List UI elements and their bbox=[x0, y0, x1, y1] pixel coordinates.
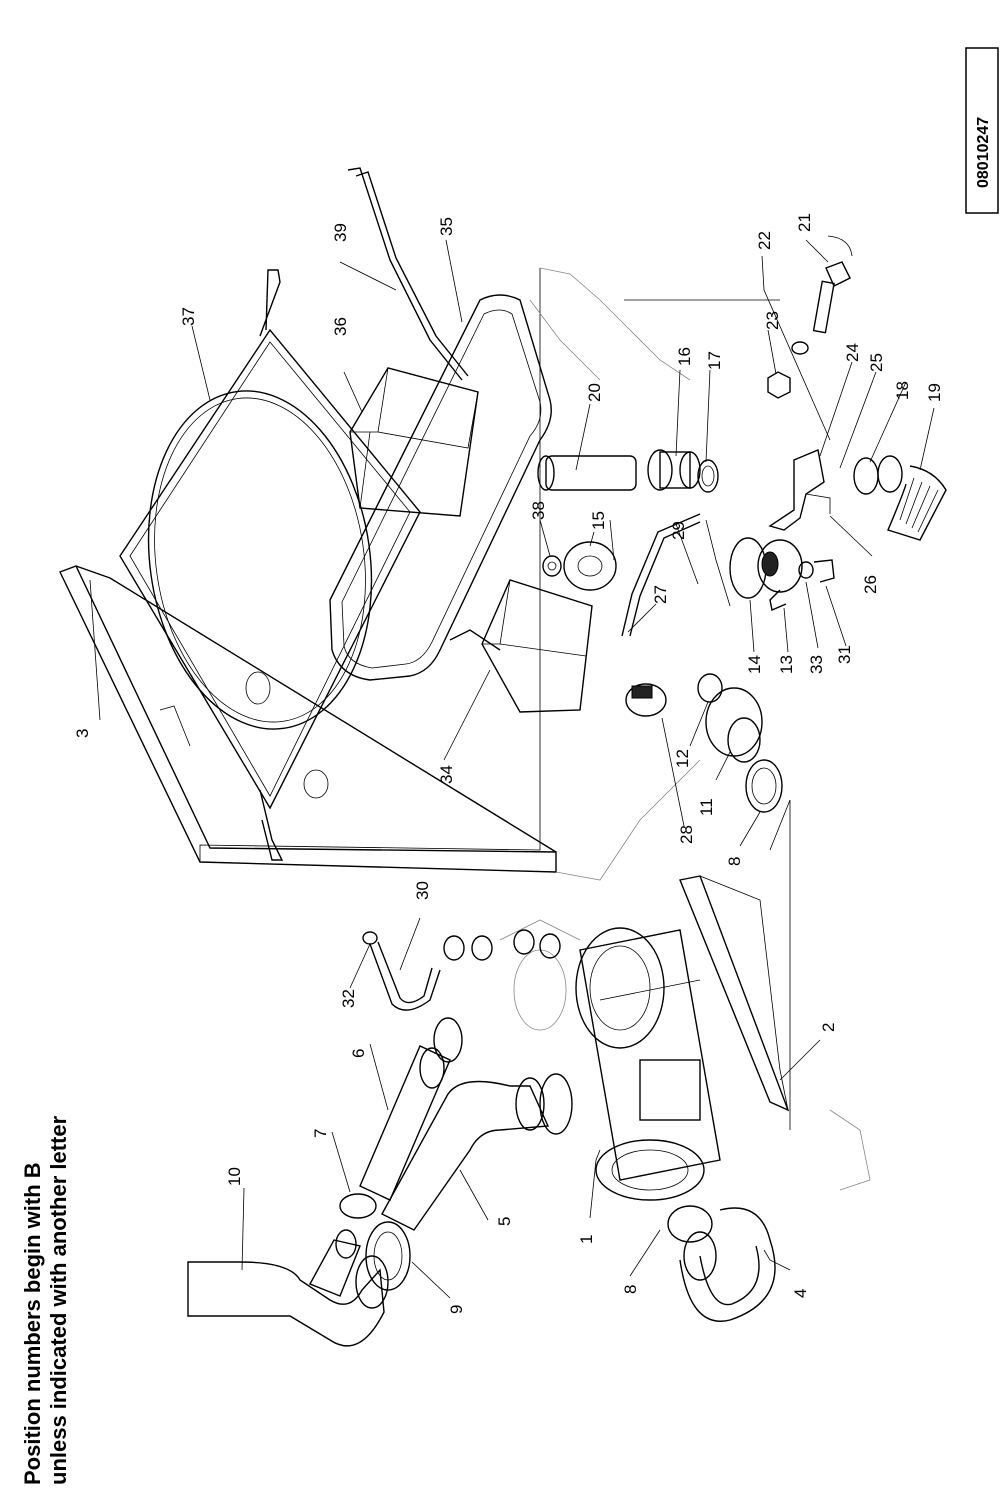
tube-part bbox=[537, 455, 637, 491]
inlet-pipe-part bbox=[187, 1229, 389, 1347]
callout-13: 13 bbox=[777, 655, 796, 674]
callout-31: 31 bbox=[835, 645, 854, 664]
callout-11: 11 bbox=[697, 798, 716, 816]
callout-33: 33 bbox=[807, 655, 826, 674]
callout-15: 15 bbox=[589, 511, 608, 530]
callout-4: 4 bbox=[791, 1289, 810, 1298]
callout-34: 34 bbox=[437, 765, 456, 784]
callout-19: 19 bbox=[925, 383, 944, 402]
basket-part bbox=[349, 367, 479, 517]
valve-body-part bbox=[705, 519, 803, 611]
callout-5: 5 bbox=[495, 1217, 514, 1226]
callout-28: 28 bbox=[677, 825, 696, 844]
handle-bar-part bbox=[347, 167, 469, 381]
clamp-part bbox=[339, 1193, 377, 1219]
callout-6: 6 bbox=[349, 1049, 368, 1058]
nut-part bbox=[767, 371, 791, 399]
position-note: Position numbers begin with B unless ind… bbox=[20, 1115, 71, 1485]
callout-30: 30 bbox=[413, 881, 432, 900]
note-line-1: Position numbers begin with B bbox=[20, 1162, 45, 1485]
callout-9: 9 bbox=[447, 1305, 466, 1314]
bracket-part bbox=[768, 449, 831, 531]
hand-wheel-part bbox=[542, 541, 617, 591]
callout-2: 2 bbox=[819, 1023, 838, 1032]
callout-7: 7 bbox=[311, 1129, 330, 1138]
callout-labels: 1 2 3 4 5 6 7 8 8 9 10 11 12 13 14 15 16… bbox=[73, 213, 944, 1314]
callout-38: 38 bbox=[529, 501, 548, 520]
flange-bellows-part bbox=[697, 673, 783, 813]
callout-24: 24 bbox=[843, 343, 862, 362]
motor-pump-part bbox=[575, 927, 721, 1201]
cabinet-frame-part bbox=[59, 267, 701, 881]
flange-part bbox=[647, 449, 719, 493]
callout-20: 20 bbox=[585, 383, 604, 402]
callout-14: 14 bbox=[745, 655, 764, 674]
elbow-fitting-part bbox=[798, 559, 835, 583]
callout-36: 36 bbox=[331, 317, 350, 336]
angled-pipe-part bbox=[381, 1073, 573, 1231]
tray-lid-part bbox=[329, 294, 552, 681]
small-hose-part bbox=[362, 929, 561, 1011]
callout-10: 10 bbox=[225, 1167, 244, 1186]
u-pipe-part bbox=[667, 1205, 776, 1322]
sensor-part bbox=[791, 235, 853, 355]
callout-29: 29 bbox=[669, 521, 688, 540]
callout-3: 3 bbox=[73, 729, 92, 738]
callout-35: 35 bbox=[437, 217, 456, 236]
callout-1: 1 bbox=[577, 1235, 596, 1244]
callout-8-lower: 8 bbox=[621, 1285, 640, 1294]
callout-8-upper: 8 bbox=[725, 857, 744, 866]
base-plate-part bbox=[679, 875, 790, 1112]
callout-17: 17 bbox=[705, 351, 724, 370]
corrugated-hose-part bbox=[853, 455, 947, 541]
callout-32: 32 bbox=[339, 989, 358, 1008]
drawing-reference-box: 08010247 bbox=[965, 47, 999, 214]
callout-16: 16 bbox=[675, 347, 694, 366]
straight-pipe-part bbox=[359, 1017, 463, 1201]
callout-18: 18 bbox=[893, 381, 912, 400]
callout-25: 25 bbox=[867, 353, 886, 372]
note-line-2: unless indicated with another letter bbox=[46, 1115, 71, 1485]
callout-39: 39 bbox=[331, 223, 350, 242]
callout-23: 23 bbox=[763, 311, 782, 330]
callout-37: 37 bbox=[179, 307, 198, 326]
callout-26: 26 bbox=[861, 575, 880, 594]
ring-frame-part bbox=[119, 269, 421, 861]
callout-27: 27 bbox=[651, 585, 670, 604]
drawing-reference-number: 08010247 bbox=[975, 117, 992, 188]
leader-lines bbox=[89, 239, 935, 1299]
callout-22: 22 bbox=[755, 231, 774, 250]
callout-12: 12 bbox=[673, 749, 692, 768]
callout-21: 21 bbox=[795, 213, 814, 232]
pressure-switch-part bbox=[621, 513, 701, 717]
small-basket-part bbox=[449, 579, 593, 713]
